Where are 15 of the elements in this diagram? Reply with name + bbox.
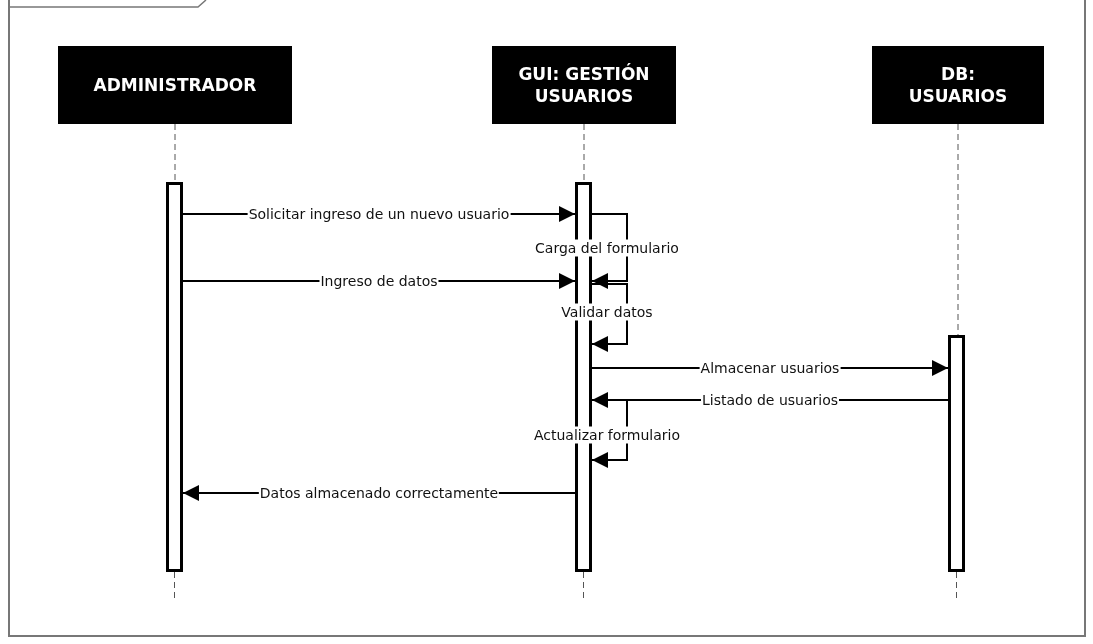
lifeline-header: ADMINISTRADOR <box>58 46 292 124</box>
message-label: Solicitar ingreso de un nuevo usuario <box>247 205 511 223</box>
lifeline-header: DB: USUARIOS <box>872 46 1044 124</box>
lifeline <box>174 123 176 183</box>
activation-bar <box>166 182 183 572</box>
message-label: Carga del formulario <box>534 239 680 257</box>
message-label: Ingreso de datos <box>319 272 439 290</box>
activation-bar <box>948 335 965 572</box>
self-message-arrow <box>591 213 628 289</box>
lifeline-header: GUI: GESTIÓN USUARIOS <box>492 46 676 124</box>
message-label: Actualizar formulario <box>532 426 682 444</box>
lifeline <box>583 123 585 183</box>
self-message-arrow <box>591 399 628 468</box>
message-label: Validar datos <box>560 303 654 321</box>
self-message-arrow <box>591 283 628 352</box>
